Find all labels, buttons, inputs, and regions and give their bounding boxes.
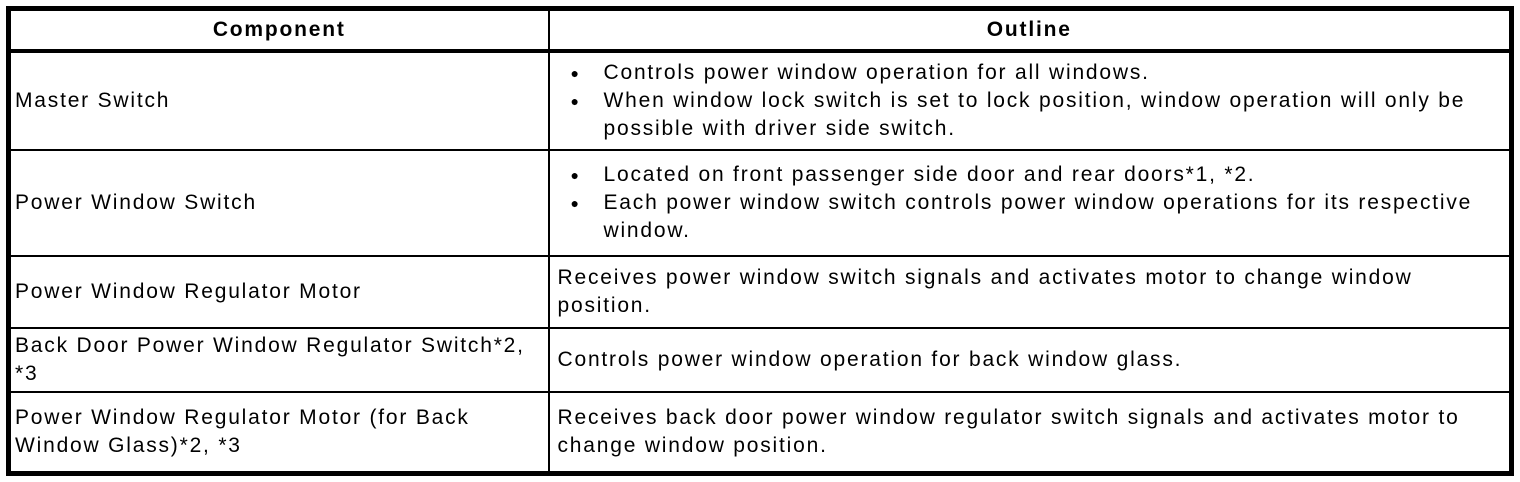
table-row-power-window-regulator-motor: Power Window Regulator Motor Receives po… — [8, 255, 1512, 328]
column-header-outline: Outline — [547, 8, 1512, 53]
table-header: Component Outline — [8, 8, 1512, 53]
component-cell: Back Door Power Window Regulator Switch*… — [8, 326, 549, 393]
header-row: Component Outline — [8, 8, 1512, 53]
table-row-back-window-regulator-motor: Power Window Regulator Motor (for Back W… — [8, 391, 1512, 474]
bullet-icon: ● — [570, 167, 581, 184]
bullet-text: Controls power window operation for all … — [603, 61, 1150, 85]
component-cell: Power Window Regulator Motor (for Back W… — [8, 391, 549, 474]
outline-cell: ● Located on front passenger side door a… — [547, 149, 1512, 257]
bullet-text: Located on front passenger side door and… — [603, 163, 1256, 187]
outline-text: Controls power window operation for back… — [547, 326, 1512, 393]
component-outline-table: Component Outline Master Switch ● Contro… — [6, 6, 1514, 476]
component-cell: Master Switch — [8, 49, 549, 151]
bullet-text: Each power window switch controls power … — [603, 191, 1473, 243]
bullet-icon: ● — [570, 195, 581, 212]
outline-bullet-item: ● Each power window switch controls powe… — [558, 189, 1502, 245]
column-header-component: Component — [8, 8, 549, 53]
component-cell: Power Window Switch — [8, 149, 549, 257]
outline-bullet-item: ● When window lock switch is set to lock… — [558, 87, 1502, 143]
outline-text: Receives back door power window regulato… — [547, 391, 1512, 474]
bullet-text: When window lock switch is set to lock p… — [603, 89, 1466, 141]
bullet-icon: ● — [570, 93, 581, 110]
outline-cell: ● Controls power window operation for al… — [547, 49, 1512, 151]
table-row-master-switch: Master Switch ● Controls power window op… — [8, 49, 1512, 151]
outline-bullet-item: ● Located on front passenger side door a… — [558, 161, 1502, 189]
bullet-icon: ● — [570, 65, 581, 82]
table-row-back-door-regulator-switch: Back Door Power Window Regulator Switch*… — [8, 326, 1512, 393]
component-cell: Power Window Regulator Motor — [8, 255, 549, 328]
outline-bullet-item: ● Controls power window operation for al… — [558, 59, 1502, 87]
table-row-power-window-switch: Power Window Switch ● Located on front p… — [8, 149, 1512, 257]
outline-text: Receives power window switch signals and… — [547, 255, 1512, 328]
